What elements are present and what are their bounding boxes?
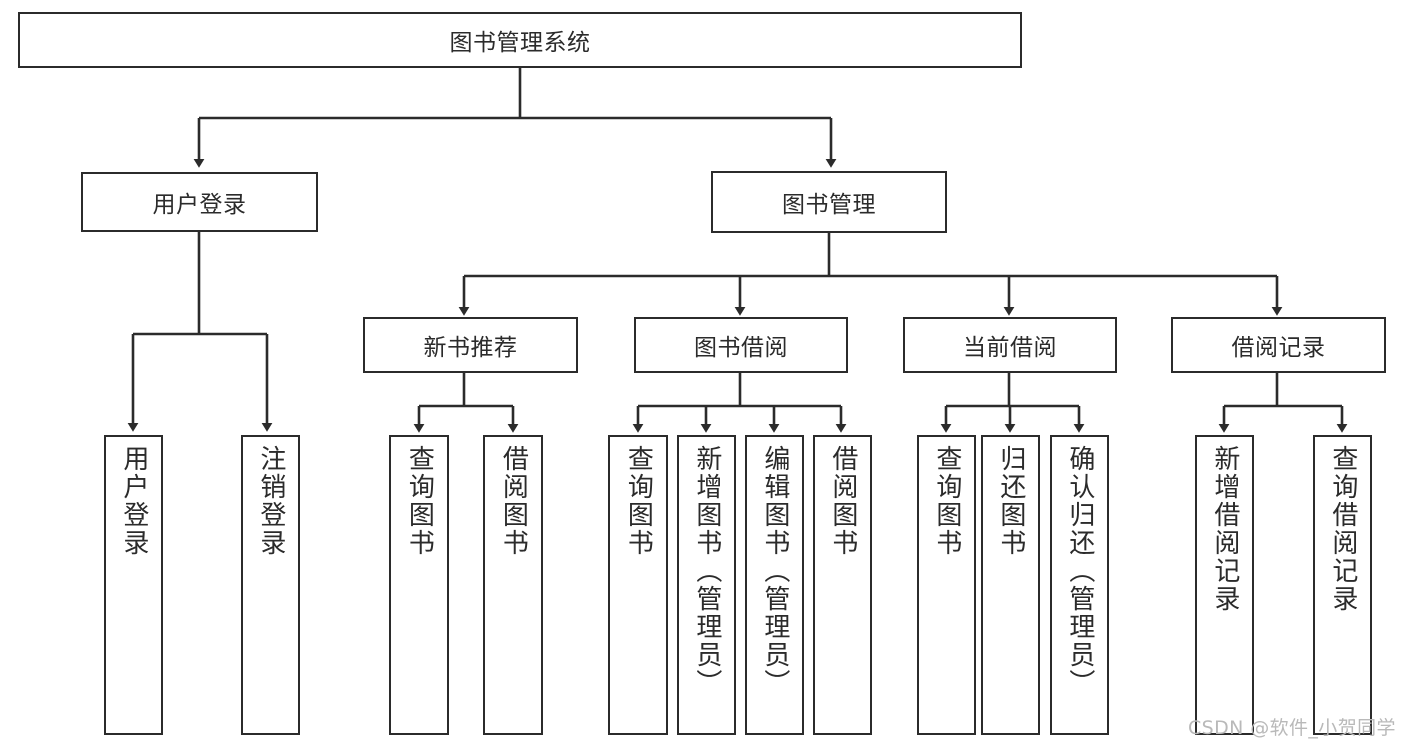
node-label: 新书推荐 <box>423 335 518 361</box>
node-label: 借阅图书 <box>827 445 858 557</box>
node-book-borrowing[interactable]: 图书借阅 <box>634 317 848 373</box>
leaf-new-book-query-book[interactable]: 查询图书 <box>389 435 449 735</box>
node-current-borrowing[interactable]: 当前借阅 <box>903 317 1117 373</box>
leaf-borrow-query-book[interactable]: 查询图书 <box>608 435 668 735</box>
node-label: 借阅记录 <box>1231 335 1326 361</box>
node-label: 借阅图书 <box>498 445 529 557</box>
leaf-new-book-borrow-book[interactable]: 借阅图书 <box>483 435 543 735</box>
node-label: 查询图书 <box>404 445 435 557</box>
node-borrowing-records[interactable]: 借阅记录 <box>1171 317 1386 373</box>
node-user-login[interactable]: 用户登录 <box>81 172 318 232</box>
leaf-borrow-borrow-book[interactable]: 借阅图书 <box>813 435 872 735</box>
leaf-borrow-add-book-admin[interactable]: 新增图书（管理员） <box>677 435 736 735</box>
node-label: 注销登录 <box>255 445 286 557</box>
leaf-current-return-book[interactable]: 归还图书 <box>981 435 1040 735</box>
node-label: 图书借阅 <box>694 335 788 361</box>
node-label: 确认归还（管理员） <box>1064 445 1095 697</box>
leaf-record-add-borrow-record[interactable]: 新增借阅记录 <box>1195 435 1254 735</box>
node-root-book-management-system[interactable]: 图书管理系统 <box>18 12 1022 68</box>
node-label: 归还图书 <box>995 445 1026 557</box>
leaf-user-login-login[interactable]: 用户登录 <box>104 435 163 735</box>
leaf-current-confirm-return-admin[interactable]: 确认归还（管理员） <box>1050 435 1109 735</box>
node-label: 查询图书 <box>623 445 654 557</box>
node-new-book-recommendation[interactable]: 新书推荐 <box>363 317 578 373</box>
leaf-record-query-borrow-record[interactable]: 查询借阅记录 <box>1313 435 1372 735</box>
node-label: 图书管理系统 <box>449 30 591 56</box>
csdn-watermark: CSDN @软件_小贺同学 <box>1188 717 1396 739</box>
node-label: 新增借阅记录 <box>1209 445 1240 613</box>
leaf-borrow-edit-book-admin[interactable]: 编辑图书（管理员） <box>745 435 804 735</box>
node-label: 用户登录 <box>118 445 149 557</box>
node-label: 用户登录 <box>152 192 247 218</box>
node-book-management[interactable]: 图书管理 <box>711 171 947 233</box>
node-label: 当前借阅 <box>963 335 1057 361</box>
node-label: 查询图书 <box>931 445 962 557</box>
node-label: 图书管理 <box>782 192 876 218</box>
node-label: 新增图书（管理员） <box>691 445 722 697</box>
node-label: 查询借阅记录 <box>1327 445 1358 613</box>
node-label: 编辑图书（管理员） <box>759 445 790 697</box>
leaf-user-login-logout[interactable]: 注销登录 <box>241 435 300 735</box>
leaf-current-query-book[interactable]: 查询图书 <box>917 435 976 735</box>
